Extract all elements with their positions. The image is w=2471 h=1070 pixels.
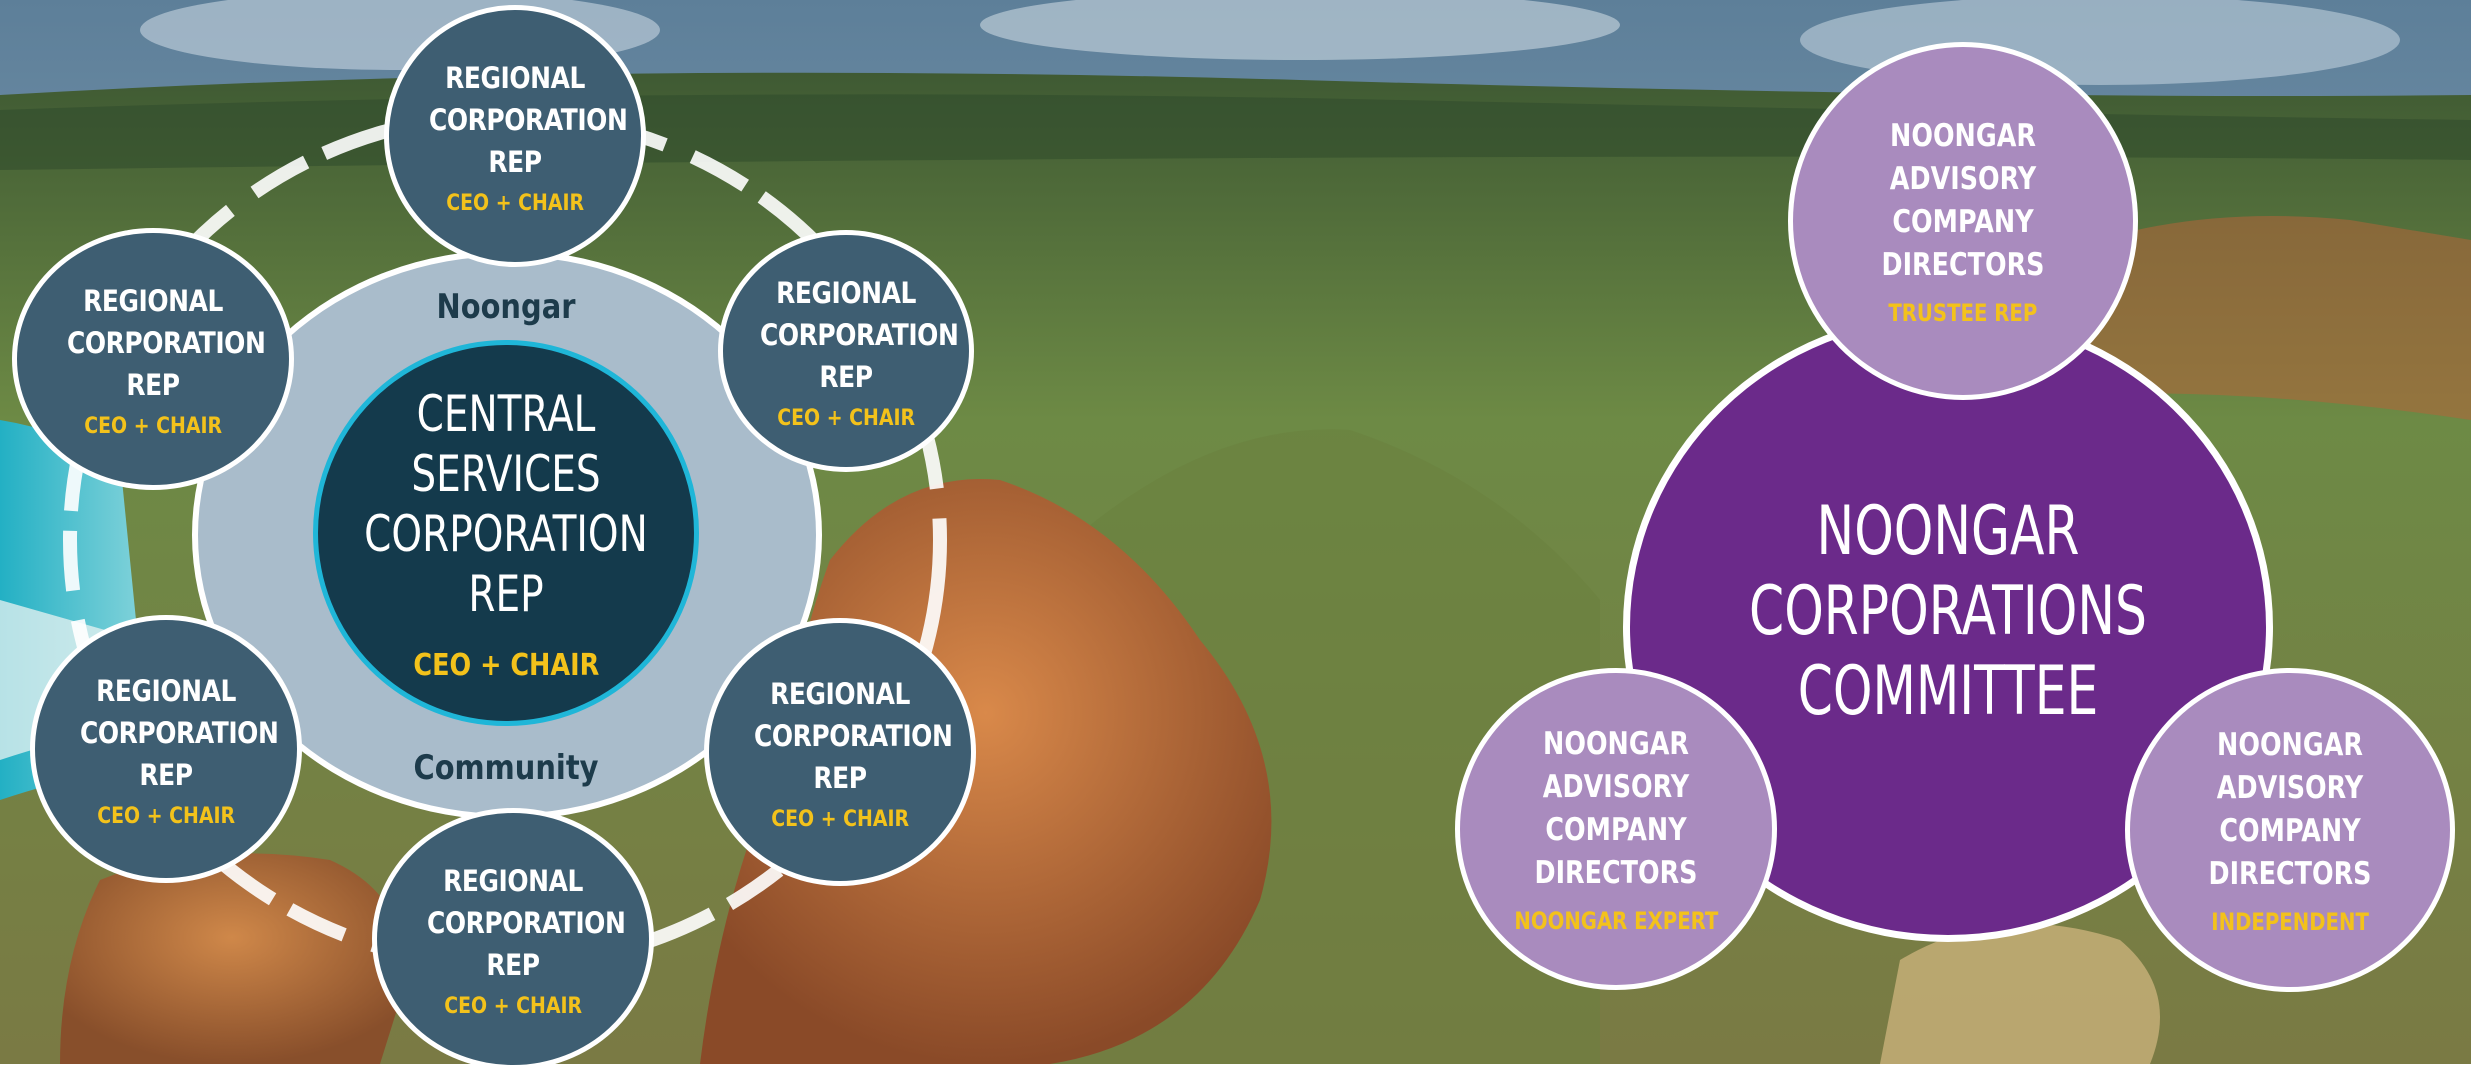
ring-bottom-label: Community <box>413 748 599 788</box>
regional-node-subtitle: CEO + CHAIR <box>446 190 584 216</box>
regional-node-top: REGIONAL CORPORATION REP CEO + CHAIR <box>384 5 646 267</box>
regional-node-subtitle: CEO + CHAIR <box>444 993 582 1019</box>
regional-node-bottom: REGIONAL CORPORATION REP CEO + CHAIR <box>372 808 654 1070</box>
advisory-node-title: NOONGAR ADVISORY COMPANY DIRECTORS <box>1881 118 2045 283</box>
regional-node-title: REGIONAL CORPORATION REP <box>427 863 626 982</box>
regional-node-title: REGIONAL CORPORATION REP <box>760 275 959 394</box>
regional-node-title: REGIONAL CORPORATION REP <box>754 676 953 795</box>
regional-node-title: REGIONAL CORPORATION REP <box>429 60 628 179</box>
regional-node-title: REGIONAL CORPORATION REP <box>67 283 266 402</box>
advisory-node-trustee: NOONGAR ADVISORY COMPANY DIRECTORS TRUST… <box>1788 42 2138 400</box>
advisory-node-independent: NOONGAR ADVISORY COMPANY DIRECTORS INDEP… <box>2125 668 2455 992</box>
advisory-node-title: NOONGAR ADVISORY COMPANY DIRECTORS <box>1534 726 1698 891</box>
advisory-node-subtitle: TRUSTEE REP <box>1888 299 2038 327</box>
advisory-node-title: NOONGAR ADVISORY COMPANY DIRECTORS <box>2208 727 2372 892</box>
regional-node-title: REGIONAL CORPORATION REP <box>80 673 279 792</box>
advisory-node-subtitle: INDEPENDENT <box>2211 908 2369 936</box>
central-services-node: CENTRAL SERVICES CORPORATION REP CEO + C… <box>313 340 699 726</box>
regional-node-subtitle: CEO + CHAIR <box>777 405 915 431</box>
regional-node-upper-right: REGIONAL CORPORATION REP CEO + CHAIR <box>718 230 974 472</box>
committee-title: NOONGAR CORPORATIONS COMMITTEE <box>1749 492 2147 731</box>
central-node-title: CENTRAL SERVICES CORPORATION REP <box>364 384 648 623</box>
central-node-subtitle: CEO + CHAIR <box>413 647 599 683</box>
regional-node-upper-left: REGIONAL CORPORATION REP CEO + CHAIR <box>12 228 294 490</box>
regional-node-lower-left: REGIONAL CORPORATION REP CEO + CHAIR <box>30 615 302 883</box>
regional-node-subtitle: CEO + CHAIR <box>771 806 909 832</box>
regional-node-lower-right: REGIONAL CORPORATION REP CEO + CHAIR <box>704 618 976 886</box>
regional-node-subtitle: CEO + CHAIR <box>84 413 222 439</box>
regional-node-subtitle: CEO + CHAIR <box>97 803 235 829</box>
advisory-node-subtitle: NOONGAR EXPERT <box>1514 907 1718 935</box>
advisory-node-expert: NOONGAR ADVISORY COMPANY DIRECTORS NOONG… <box>1455 668 1777 990</box>
ring-top-label: Noongar <box>436 287 576 327</box>
